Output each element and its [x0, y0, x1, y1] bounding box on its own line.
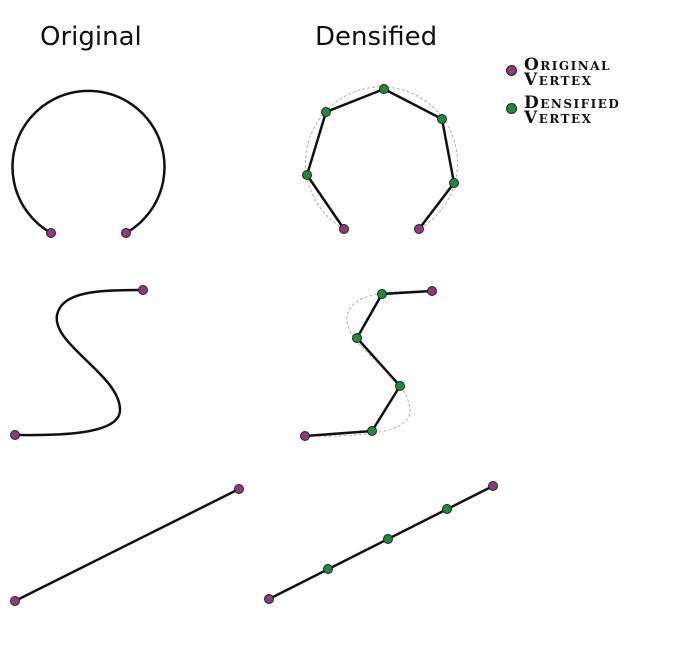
densified-line-segment — [268, 484, 494, 601]
original-vertex — [488, 481, 498, 491]
original-line — [10, 484, 244, 606]
densified-arc — [302, 84, 459, 234]
densified-vertex — [377, 289, 387, 299]
original-vertex — [234, 484, 244, 494]
original-line-segment — [14, 487, 240, 603]
legend-densified-label: Densified Vertex — [524, 93, 621, 128]
densified-column-title: Densified — [315, 22, 438, 52]
original-vertex — [339, 224, 349, 234]
original-vertex — [10, 430, 20, 440]
densified-vertex — [379, 84, 389, 94]
reference-s-curve-path — [304, 290, 433, 437]
original-arc — [11, 89, 166, 238]
original-vertex — [138, 285, 148, 295]
original-vertex — [427, 286, 437, 296]
densified-s-curve-polyline — [304, 289, 433, 438]
legend-densified-vertex: Densified Vertex — [506, 93, 621, 128]
densified-vertex — [437, 114, 447, 124]
original-s-curve-path — [14, 288, 144, 437]
legend-original-label: Original Vertex — [524, 55, 611, 90]
original-vertex — [414, 224, 424, 234]
densified-vertex-swatch — [506, 103, 517, 114]
densified-vertex — [367, 426, 377, 436]
original-vertex — [264, 594, 274, 604]
densified-line — [264, 481, 498, 604]
densified-vertex — [302, 170, 312, 180]
densified-vertex — [321, 107, 331, 117]
original-vertex — [46, 228, 56, 238]
densified-vertex — [395, 381, 405, 391]
original-s-curve — [10, 285, 148, 440]
densified-vertex — [449, 178, 459, 188]
legend: Original Vertex Densified Vertex — [506, 55, 621, 134]
densified-vertex — [352, 333, 362, 343]
densified-vertex — [442, 504, 452, 514]
densified-vertex — [323, 564, 333, 574]
original-vertex-swatch — [506, 65, 517, 76]
legend-original-vertex: Original Vertex — [506, 55, 620, 90]
original-vertex — [10, 596, 20, 606]
original-arc-curve — [11, 89, 166, 235]
original-vertex — [300, 431, 310, 441]
densified-s-curve — [300, 286, 437, 441]
densified-vertex — [383, 534, 393, 544]
original-vertex — [121, 228, 131, 238]
original-column-title: Original — [40, 22, 142, 52]
